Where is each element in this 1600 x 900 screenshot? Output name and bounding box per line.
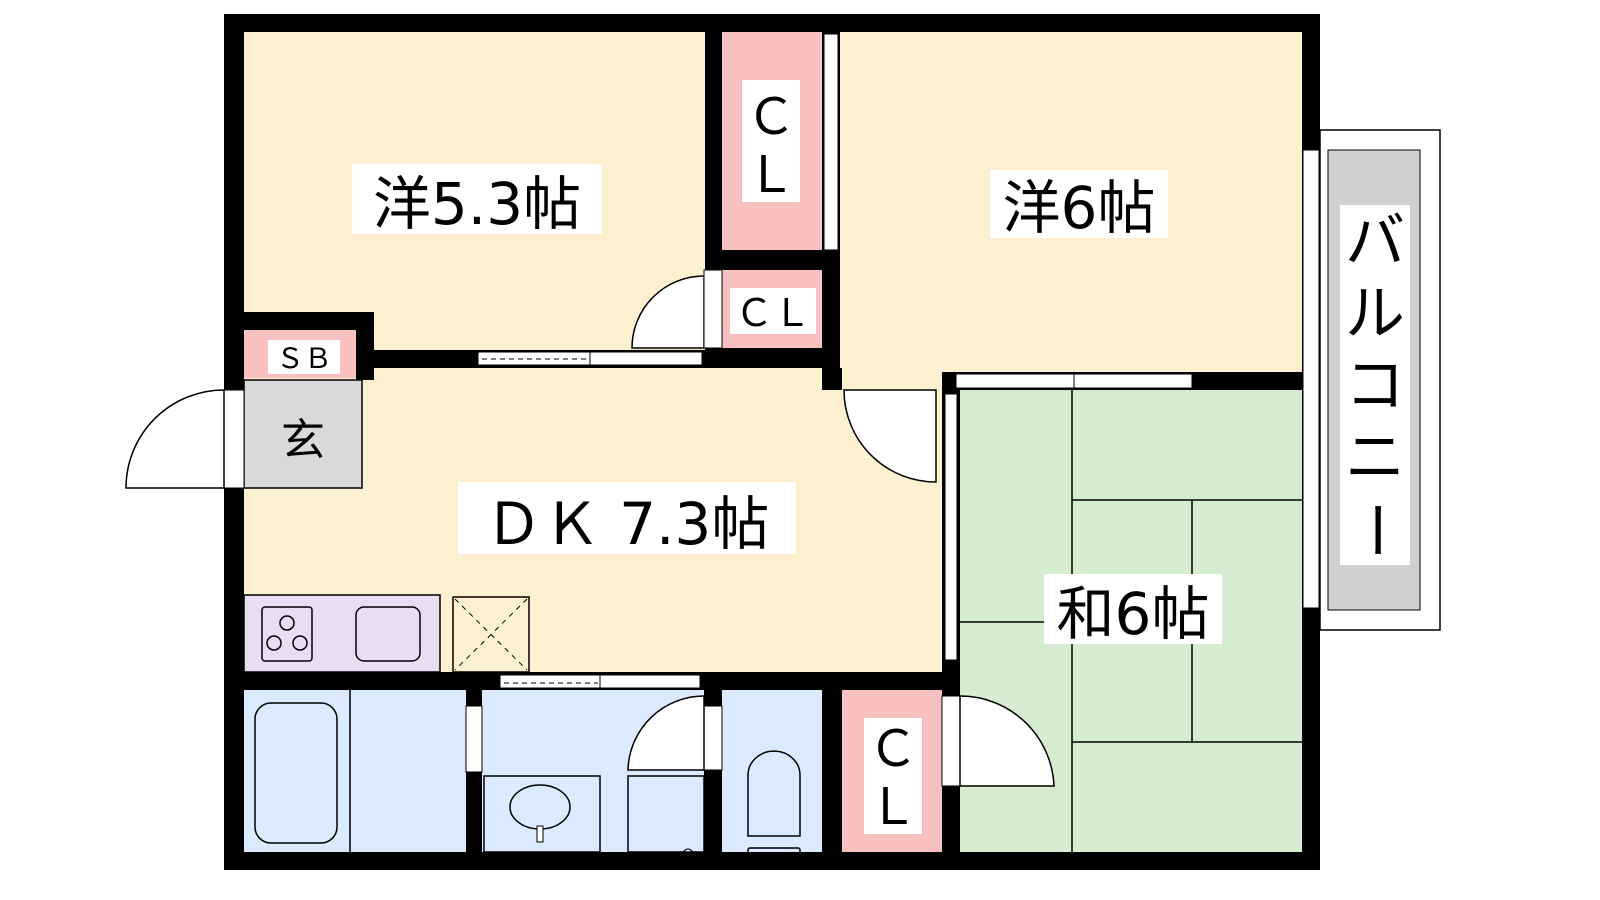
label-closet-small: ＣＬ <box>735 291 811 335</box>
label-shoe-box: ＳＢ <box>276 342 332 375</box>
kitchen-counter <box>243 594 441 673</box>
label-closet-bottom-c: Ｃ <box>868 720 918 778</box>
stove-icon <box>261 606 313 662</box>
label-closet-top-l: Ｌ <box>746 146 796 204</box>
drain-icon <box>682 848 694 860</box>
door-swing-washroom <box>627 695 705 771</box>
label-japanese: 和6帖 <box>1057 580 1210 648</box>
bathtub-icon <box>254 702 338 844</box>
door-swing-closet <box>959 695 1055 787</box>
label-dk: ＤＫ 7.3帖 <box>485 490 770 558</box>
label-closet-top-c: Ｃ <box>746 88 796 146</box>
label-western-5-3: 洋5.3帖 <box>373 170 581 238</box>
sink-icon <box>355 606 421 662</box>
balcony-char: ニ <box>1345 423 1405 493</box>
balcony-char: コ <box>1345 351 1405 421</box>
sliding-door-western1 <box>477 351 703 366</box>
door-swing-japanese <box>843 389 937 483</box>
sliding-door-dk-japanese <box>944 393 958 661</box>
label-western-6: 洋6帖 <box>1003 174 1156 242</box>
label-balcony: バ ル コ ニ ー <box>1340 207 1410 560</box>
toilet-icon <box>747 750 801 859</box>
balcony-char: バ <box>1345 207 1405 277</box>
bathroom <box>244 690 466 852</box>
door-swing-western1 <box>631 275 705 349</box>
sliding-door-japanese <box>955 373 1193 389</box>
sliding-door-closet <box>823 33 839 251</box>
label-closet-bottom-l: Ｌ <box>868 778 918 836</box>
window-balcony <box>1302 149 1320 609</box>
balcony-char: ー <box>1340 500 1410 560</box>
label-entrance: 玄 <box>281 415 325 466</box>
entrance <box>243 379 363 489</box>
entrance-door-swing <box>125 389 225 489</box>
balcony-char: ル <box>1345 279 1405 349</box>
fridge-space-icon <box>452 596 530 673</box>
balcony <box>1319 129 1441 631</box>
sliding-door-bath <box>499 674 701 689</box>
toilet <box>722 690 822 852</box>
